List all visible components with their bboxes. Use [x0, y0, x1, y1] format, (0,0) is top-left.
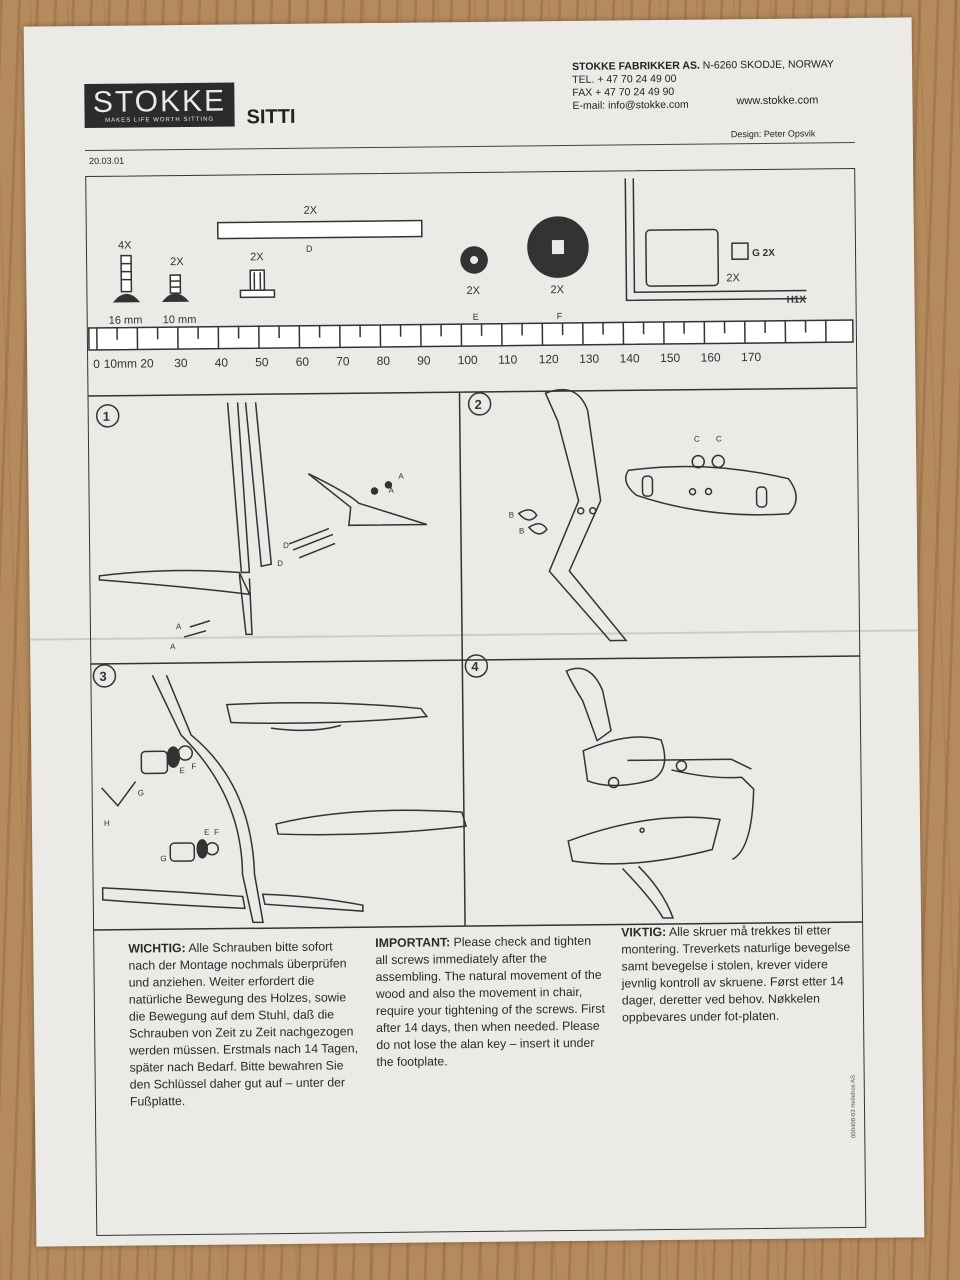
step-1-label-d2: D [277, 559, 283, 568]
rod-d-icon [216, 219, 423, 240]
ruler-label: 30 [174, 356, 188, 370]
step-2-label-c: C [694, 435, 700, 444]
measurement-ruler: 0 10mm 20 30 40 50 60 70 80 90 100 110 120 130 140 150… [88, 319, 854, 371]
screw-a-icon [112, 254, 141, 303]
step-3-label-f2: F [214, 828, 219, 837]
ruler-label: 40 [215, 356, 229, 370]
step-2-label-c2: C [716, 434, 722, 443]
ruler-label: 80 [377, 354, 391, 368]
logo-tagline: MAKES LIFE WORTH SITTING [105, 116, 215, 124]
german-body: Alle Schrauben bitte sofort nach der Mon… [128, 939, 359, 1109]
step-3-number: 3 [99, 669, 106, 684]
part-a-size: 16 mm [109, 314, 143, 326]
designer-credit: Design: Peter Opsvik [730, 128, 816, 140]
ruler-label: 130 [579, 352, 599, 366]
instructions-english: IMPORTANT: Please check and tighten all … [375, 933, 606, 1071]
part-d-letter: D [306, 244, 313, 254]
step-1-panel: 1 A A D D A A [95, 402, 428, 651]
instructions-german: WICHTIG: Alle Schrauben bitte sofort nac… [128, 938, 360, 1110]
company-name: STOKKE FABRIKKER AS. [572, 59, 700, 73]
instructions-norwegian: VIKTIG: Alle skruer må trekkes til etter… [621, 922, 852, 1026]
step-4-panel: 4 [464, 654, 755, 919]
nut-c-icon [239, 269, 276, 299]
part-a-qty: 4X [118, 240, 132, 252]
header-rule [84, 141, 855, 152]
stokke-logo: STOKKE MAKES LIFE WORTH SITTING [84, 82, 235, 129]
step-1-label-a4: A [170, 642, 176, 651]
step-1-label-a3: A [176, 622, 182, 631]
part-b-qty: 2X [170, 256, 184, 268]
washer-e-icon [460, 246, 488, 274]
ruler-label: 160 [701, 350, 721, 364]
step-1-label-a: A [398, 472, 404, 481]
step-3-panel: 3 E F G H E F G [92, 664, 468, 924]
instruction-sheet: STOKKE MAKES LIFE WORTH SITTING SITTI ST… [23, 17, 925, 1247]
ruler-label: 10mm 20 [104, 356, 154, 371]
step-2-panel: 2 C C B B [467, 388, 797, 642]
ruler-label: 60 [296, 355, 310, 369]
logo-text: STOKKE [92, 84, 227, 119]
ruler-label: 90 [417, 353, 431, 367]
english-body: Please check and tighten all screws imme… [375, 933, 605, 1070]
company-website: www.stokke.com [736, 94, 819, 108]
step-3-label-h: H [104, 819, 110, 828]
step-4-number: 4 [471, 659, 479, 674]
step-2-label-b: B [509, 511, 514, 520]
ruler-label: 0 [93, 357, 100, 371]
step-3-label-g: G [138, 788, 144, 797]
company-address: N-6260 SKODJE, NORWAY [702, 58, 834, 72]
step-3-label-g2: G [160, 854, 166, 863]
ruler-label: 120 [539, 352, 559, 366]
part-d-qty: 2X [304, 205, 318, 217]
step-3-label-e: E [179, 766, 184, 775]
ruler-label: 70 [336, 354, 350, 368]
ruler-label: 110 [498, 353, 518, 367]
step-panels [87, 387, 864, 931]
ruler-label: 150 [660, 351, 680, 365]
part-c-qty: 2X [250, 251, 264, 263]
product-name: SITTI [246, 105, 296, 129]
part-h-label: H1X [786, 295, 806, 306]
assembly-diagram: 4X 16 mm A 2X 10 mm B 2X C 2X D [87, 178, 864, 931]
print-date: 20.03.01 [88, 155, 125, 167]
step-1-label-a2: A [388, 486, 394, 495]
ruler-label: 140 [620, 351, 640, 365]
part-h-qty: 2X [726, 272, 740, 284]
washer-f-icon [527, 216, 589, 278]
step-2-number: 2 [475, 397, 482, 412]
norwegian-heading: VIKTIG: [621, 925, 667, 940]
part-e-qty: 2X [466, 285, 480, 297]
ruler-label: 170 [741, 350, 761, 364]
step-1-label-d: D [283, 541, 289, 550]
parts-list: 4X 16 mm A 2X 10 mm B 2X C 2X D [109, 178, 807, 340]
ruler-label: 100 [458, 353, 478, 367]
part-b-size: 10 mm [163, 314, 197, 326]
step-1-number: 1 [103, 409, 110, 424]
ruler-label: 50 [255, 355, 269, 369]
part-f-letter: F [557, 311, 563, 321]
part-f-qty: 2X [550, 284, 564, 296]
step-3-label-f: F [191, 762, 196, 771]
step-3-label-e2: E [204, 828, 209, 837]
step-2-label-b2: B [519, 526, 524, 535]
english-heading: IMPORTANT: [375, 935, 451, 951]
german-heading: WICHTIG: [128, 941, 186, 956]
allen-key-h-icon [624, 178, 807, 302]
part-g-label: G 2X [752, 248, 775, 259]
part-e-letter: E [473, 312, 479, 322]
print-code: 000408-03 Hellehos AS [850, 1074, 858, 1139]
screw-b-icon [161, 274, 190, 303]
